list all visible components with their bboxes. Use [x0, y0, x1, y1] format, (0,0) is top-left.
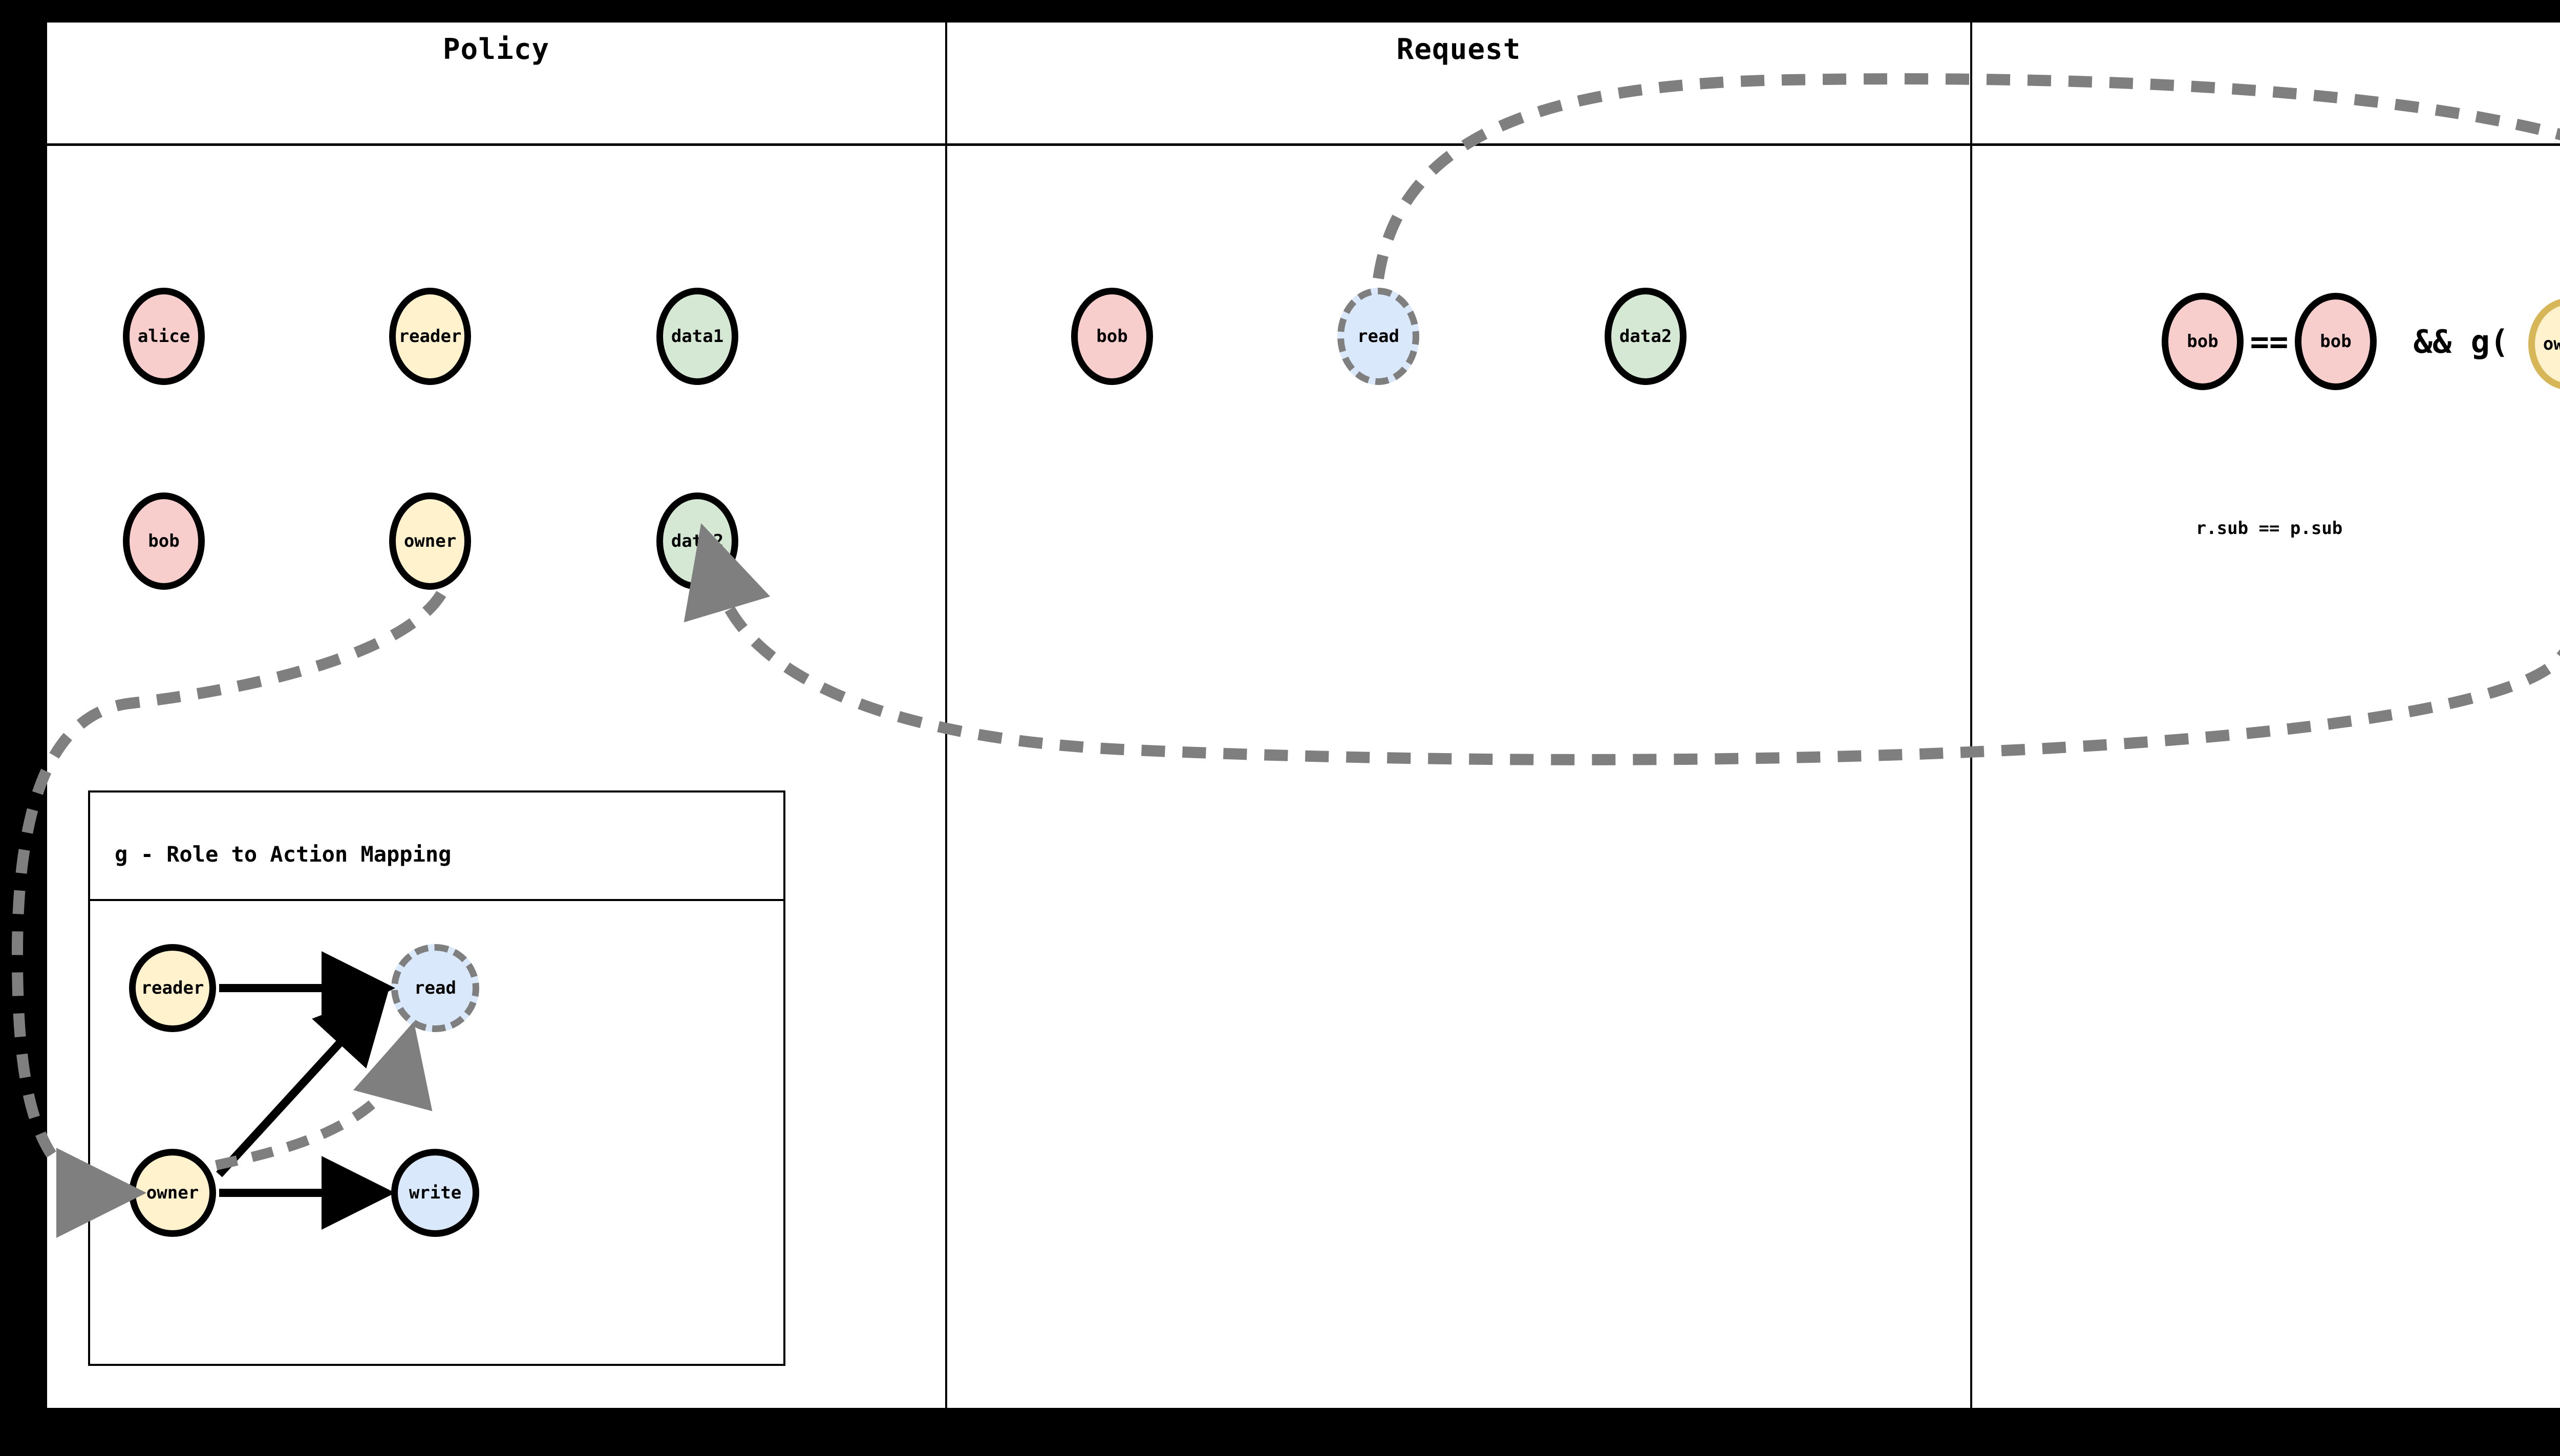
request-node-bob[interactable]: bob — [1071, 288, 1153, 385]
gbox-node-read[interactable]: read — [391, 944, 479, 1032]
matching-caption-sub: r.sub == p.sub — [2195, 518, 2343, 539]
column-divider-request-matching — [1970, 23, 1972, 1408]
header-rule — [47, 143, 2560, 146]
gbox-node-write[interactable]: write — [391, 1149, 479, 1237]
matching-operator-eq-sub: == — [2250, 323, 2289, 360]
matching-node-policy-act[interactable]: owner — [2528, 298, 2560, 390]
gbox-node-owner[interactable]: owner — [129, 1149, 216, 1237]
request-node-data2[interactable]: data2 — [1605, 288, 1687, 385]
policy-node-bob[interactable]: bob — [123, 493, 205, 590]
role-action-mapping-title: g - Role to Action Mapping — [115, 842, 452, 867]
trace-matching-role-to-policy-role — [684, 523, 2560, 765]
policy-node-data1[interactable]: data1 — [656, 288, 738, 385]
column-title-policy: Policy — [442, 33, 550, 66]
matching-node-request-sub[interactable]: bob — [2162, 293, 2244, 390]
diagram-canvas: Policy Request Matching alice reader dat… — [11, 23, 2560, 1408]
policy-node-alice[interactable]: alice — [123, 288, 205, 385]
column-title-matching: Matching — [1972, 33, 2560, 66]
column-title-request: Request — [1396, 33, 1521, 66]
matching-caption-act: g(p.act, r.act) — [2494, 518, 2560, 539]
trace-request-act-to-matching-act — [1373, 73, 2560, 280]
column-divider-policy-request — [945, 23, 947, 1408]
policy-node-owner[interactable]: owner — [389, 493, 471, 590]
gbox-node-reader[interactable]: reader — [129, 944, 216, 1032]
request-node-read[interactable]: read — [1337, 288, 1419, 385]
role-action-mapping-title-separator — [88, 899, 785, 901]
policy-node-data2[interactable]: data2 — [656, 493, 738, 590]
matching-operator-and-g-open: && g( — [2413, 323, 2509, 360]
role-action-mapping-box — [88, 790, 785, 1366]
matching-node-policy-sub[interactable]: bob — [2295, 293, 2377, 390]
policy-node-reader[interactable]: reader — [389, 288, 471, 385]
